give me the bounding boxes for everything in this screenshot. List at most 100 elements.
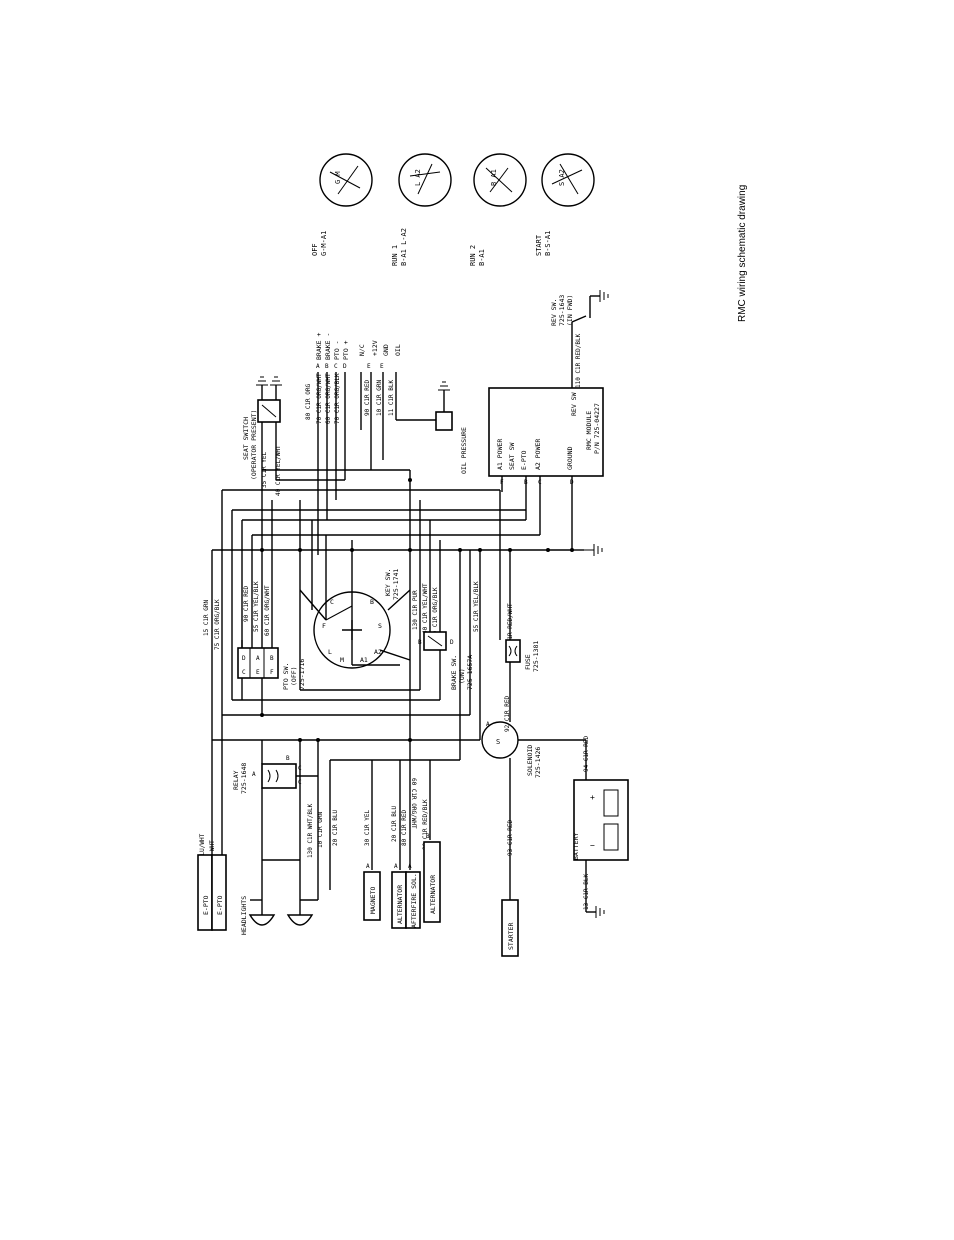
rmc-terminal-epto: E-PTO bbox=[520, 450, 528, 470]
e-pto-1-label: E-PTO bbox=[202, 895, 210, 915]
brake-sw-pn: 725-1657A bbox=[466, 655, 474, 690]
svg-text:D: D bbox=[450, 639, 454, 646]
svg-text:D: D bbox=[343, 363, 347, 370]
wire-label-80b: 80 C1R RED bbox=[401, 809, 408, 846]
svg-text:A: A bbox=[394, 863, 398, 870]
svg-text:E: E bbox=[367, 363, 371, 370]
terminal-brake-minus: BRAKE - bbox=[324, 333, 332, 360]
rmc-module-label: RMC MODULE bbox=[585, 411, 593, 450]
headlights: HEADLIGHTS bbox=[240, 860, 318, 935]
key-sw-pn: 725-1741 bbox=[392, 569, 400, 600]
rmc-terminal-a1: A1 POWER bbox=[496, 439, 504, 470]
wire-label-75: 75 C1R ORG/BLK bbox=[214, 599, 221, 650]
wire-label-60a: 60 C1R ORG/WHT bbox=[325, 373, 332, 424]
dial-start-label: START bbox=[535, 234, 543, 256]
svg-text:G M: G M bbox=[334, 171, 342, 184]
terminal-pto-minus: PTO - bbox=[333, 340, 341, 360]
starter: STARTER bbox=[501, 899, 519, 957]
svg-text:+: + bbox=[590, 793, 595, 802]
rev-switch: REV SW. 725-1643 (IN FWD) bbox=[550, 290, 609, 372]
afterfire-label: AFTERFIRE SOL. bbox=[410, 873, 418, 928]
svg-text:A: A bbox=[366, 863, 370, 870]
svg-text:B: B bbox=[426, 833, 430, 840]
fuse-label: FUSE bbox=[524, 654, 532, 670]
solenoid-label: SOLENOID bbox=[526, 745, 534, 776]
magneto: MAGNETO A bbox=[363, 863, 381, 921]
key-position-dials: G M OFF G-M-A1 L A2 RUN 1 B-A1 L-A2 B A1… bbox=[311, 153, 595, 266]
battery: + − BATTERY bbox=[572, 779, 629, 918]
terminal-nc: N/C bbox=[358, 344, 366, 356]
fuse: FUSE 725-1381 bbox=[505, 639, 540, 722]
dial-run1: L A2 RUN 1 B-A1 L-A2 bbox=[391, 153, 452, 266]
pto-sw-label: PTO SW. bbox=[282, 663, 290, 690]
svg-text:E: E bbox=[256, 669, 260, 676]
wire-label-60c: 60 C1R ORG/WHT bbox=[410, 778, 417, 829]
terminal-brake-plus: BRAKE + bbox=[315, 333, 323, 360]
svg-text:B: B bbox=[286, 755, 290, 762]
caption: RMC wiring schematic drawing bbox=[737, 185, 748, 322]
wire-label-92: 92 C1R RED bbox=[504, 695, 511, 732]
svg-text:B: B bbox=[418, 639, 422, 646]
svg-text:A: A bbox=[252, 771, 256, 778]
wire-label-20b: 20 C1R BLU bbox=[391, 805, 398, 842]
wire-label-20: 20 C1R BLU bbox=[332, 809, 339, 846]
fuse-pn: 725-1381 bbox=[532, 641, 540, 672]
terminal-12v: +12V bbox=[371, 340, 379, 356]
svg-text:A1: A1 bbox=[360, 656, 368, 664]
svg-text:C: C bbox=[242, 669, 246, 676]
svg-text:C: C bbox=[330, 598, 334, 606]
brake-switch: B D BRAKE SW. (ON) 725-1657A bbox=[418, 631, 474, 690]
dial-start-detail: B-S-A1 bbox=[544, 231, 552, 256]
e-pto-2-label: E-PTO bbox=[216, 895, 224, 915]
wire-label-11: 11 C1R BLK bbox=[388, 379, 395, 416]
svg-text:A: A bbox=[486, 721, 490, 728]
wire-label-93: 93 C1R RED bbox=[507, 819, 514, 856]
terminal-gnd: GND bbox=[382, 344, 390, 356]
alternator-2: ALTERNATOR B bbox=[423, 833, 441, 923]
wire-label-94: 94 C1R RED bbox=[583, 735, 590, 772]
svg-text:A: A bbox=[408, 863, 412, 870]
headlights-label: HEADLIGHTS bbox=[240, 896, 248, 935]
wire-label-130: 130 C1R PUR bbox=[412, 590, 419, 630]
pto-sw-pn: 725-1716 bbox=[298, 659, 306, 690]
svg-text:A2: A2 bbox=[374, 648, 382, 656]
svg-text:B: B bbox=[270, 655, 274, 662]
brake-sw-state: (ON) bbox=[458, 668, 466, 684]
brake-sw-label: BRAKE SW. bbox=[450, 655, 458, 690]
wire-label-10: 10 C1R GRN bbox=[376, 379, 383, 416]
seat-switch-label: SEAT SWITCH bbox=[242, 417, 250, 460]
wire-label-55b: 55 C1R YEL/BLK bbox=[473, 581, 480, 632]
svg-text:D: D bbox=[242, 655, 246, 662]
svg-text:−: − bbox=[590, 841, 595, 850]
wire-label-70a: 70 C1R ORG/WHT bbox=[316, 373, 323, 424]
svg-text:A: A bbox=[256, 655, 260, 662]
dial-run1-label: RUN 1 bbox=[391, 245, 399, 266]
rmc-terminal-a2: A2 POWER bbox=[534, 439, 542, 470]
svg-text:B: B bbox=[370, 598, 374, 606]
wire-label-60b: 60 C1R ORG/WHT bbox=[264, 585, 271, 636]
right-terminal-labels: BRAKE + BRAKE - PTO - PTO + N/C +12V GND… bbox=[315, 333, 402, 360]
svg-text:L A2: L A2 bbox=[414, 169, 422, 186]
dial-run2-label: RUN 2 bbox=[469, 245, 477, 266]
dial-off-label: OFF bbox=[311, 243, 319, 256]
solenoid-pn: 725-1426 bbox=[534, 747, 542, 778]
alternator-afterfire: ALTERNATOR AFTERFIRE SOL. A A bbox=[391, 863, 421, 929]
wire-label-15: 15 C1R GRN bbox=[203, 599, 210, 636]
wire-label-91: 91 C1R RED/WHT bbox=[507, 603, 514, 654]
svg-text:F: F bbox=[322, 622, 326, 630]
wire-label-130b: 130 C1R WHT/BLK bbox=[307, 803, 314, 858]
key-sw-label: KEY SW. bbox=[384, 569, 392, 596]
oil-pressure-switch: OIL PRESSURE bbox=[396, 381, 468, 474]
relay-label: RELAY bbox=[232, 770, 240, 790]
svg-text:S: S bbox=[378, 622, 382, 630]
rev-sw-label: REV SW. bbox=[550, 299, 558, 326]
wire-label-90b: 90 C1R RED bbox=[243, 585, 250, 622]
relay-pn: 725-1648 bbox=[240, 763, 248, 794]
svg-text:B A1: B A1 bbox=[490, 169, 498, 186]
alternator-1-label: ALTERNATOR bbox=[396, 885, 404, 924]
